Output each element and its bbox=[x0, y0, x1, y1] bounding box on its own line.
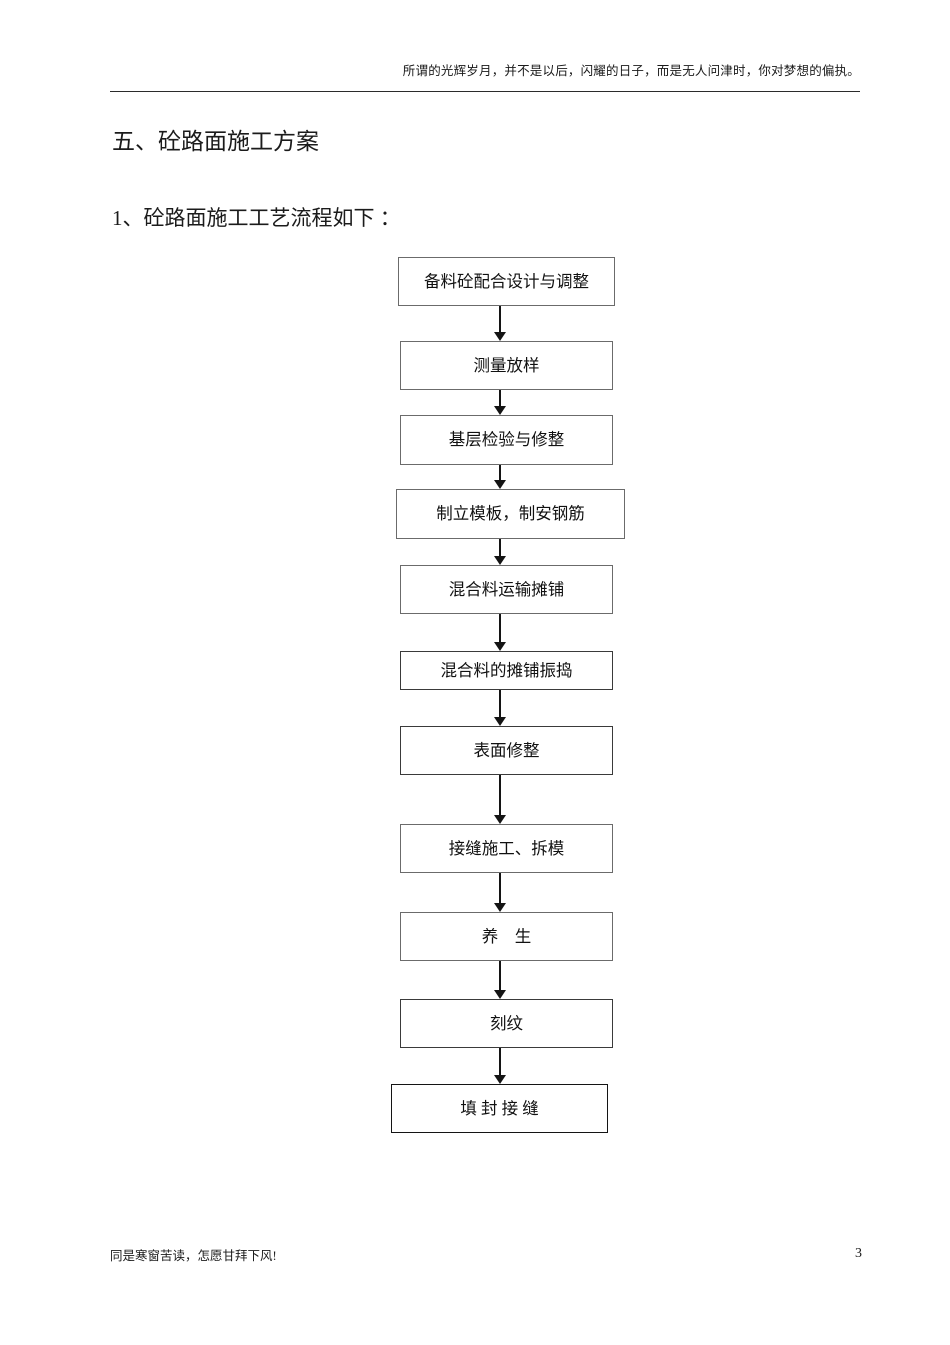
flow-step-label: 填 封 接 缝 bbox=[460, 1098, 539, 1118]
flow-step-label: 备料砼配合设计与调整 bbox=[424, 271, 589, 291]
flow-step-label: 表面修整 bbox=[473, 740, 540, 760]
flow-step-label: 测量放样 bbox=[473, 355, 540, 375]
flow-connector-arrow bbox=[493, 306, 507, 341]
connector-line bbox=[499, 1048, 501, 1076]
flow-step-box: 测量放样 bbox=[400, 341, 613, 390]
flow-step-box: 制立模板，制安钢筋 bbox=[396, 489, 625, 539]
flow-step-label: 制立模板，制安钢筋 bbox=[436, 504, 585, 524]
flow-connector-arrow bbox=[493, 539, 507, 565]
section-heading: 五、砼路面施工方案 bbox=[112, 129, 319, 154]
flow-step-box: 接缝施工、拆模 bbox=[400, 824, 613, 873]
page-header-text: 所谓的光辉岁月，并不是以后，闪耀的日子，而是无人问津时，你对梦想的偏执。 bbox=[402, 64, 860, 78]
flow-connector-arrow bbox=[493, 873, 507, 912]
flow-step-box: 养 生 bbox=[400, 912, 613, 961]
subsection-heading: 1、砼路面施工工艺流程如下 ： bbox=[112, 206, 401, 230]
flow-step-box: 混合料运输摊铺 bbox=[400, 565, 613, 614]
flow-connector-arrow bbox=[493, 690, 507, 726]
connector-line bbox=[499, 465, 501, 481]
flow-connector-arrow bbox=[493, 465, 507, 489]
page-number: 3 bbox=[855, 1246, 862, 1261]
arrow-head-icon bbox=[494, 1075, 506, 1084]
arrow-head-icon bbox=[494, 642, 506, 651]
connector-line bbox=[499, 539, 501, 557]
page-footer-text: 同是寒窗苦读，怎愿甘拜下风! bbox=[110, 1249, 277, 1263]
flow-step-label: 养 生 bbox=[481, 926, 532, 946]
header-divider bbox=[110, 91, 860, 92]
connector-line bbox=[499, 873, 501, 904]
arrow-head-icon bbox=[494, 717, 506, 726]
flow-step-box: 刻纹 bbox=[400, 999, 613, 1048]
flow-step-box: 基层检验与修整 bbox=[400, 415, 613, 465]
flow-step-box: 备料砼配合设计与调整 bbox=[398, 257, 615, 306]
connector-line bbox=[499, 390, 501, 407]
arrow-head-icon bbox=[494, 815, 506, 824]
arrow-head-icon bbox=[494, 903, 506, 912]
flow-connector-arrow bbox=[493, 775, 507, 824]
arrow-head-icon bbox=[494, 990, 506, 999]
flow-step-label: 基层检验与修整 bbox=[448, 430, 565, 450]
flow-step-label: 混合料的摊铺振捣 bbox=[440, 660, 573, 680]
flow-connector-arrow bbox=[493, 961, 507, 999]
flow-step-box: 表面修整 bbox=[400, 726, 613, 775]
arrow-head-icon bbox=[494, 406, 506, 415]
flow-step-label: 接缝施工、拆模 bbox=[448, 838, 565, 858]
connector-line bbox=[499, 961, 501, 991]
flow-connector-arrow bbox=[493, 390, 507, 415]
arrow-head-icon bbox=[494, 332, 506, 341]
flow-step-label: 混合料运输摊铺 bbox=[448, 579, 565, 599]
flow-step-box: 填 封 接 缝 bbox=[391, 1084, 608, 1133]
arrow-head-icon bbox=[494, 556, 506, 565]
flow-step-box: 混合料的摊铺振捣 bbox=[400, 651, 613, 690]
flow-step-label: 刻纹 bbox=[490, 1013, 523, 1033]
connector-line bbox=[499, 306, 501, 333]
connector-line bbox=[499, 775, 501, 816]
flow-connector-arrow bbox=[493, 1048, 507, 1084]
arrow-head-icon bbox=[494, 480, 506, 489]
flow-connector-arrow bbox=[493, 614, 507, 651]
connector-line bbox=[499, 690, 501, 718]
connector-line bbox=[499, 614, 501, 643]
